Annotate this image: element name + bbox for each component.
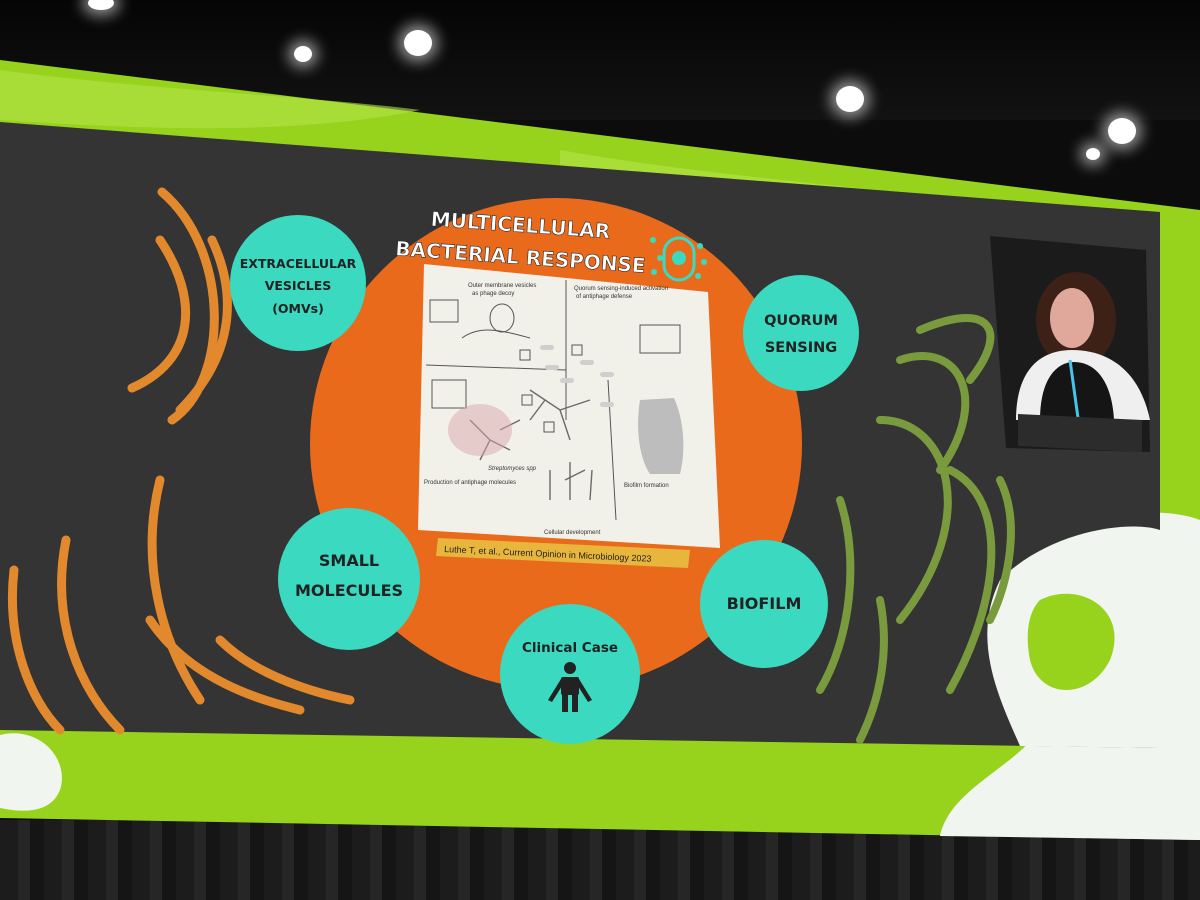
- person-icon: [548, 662, 592, 712]
- green-arcs: [816, 314, 1015, 744]
- figure-label: Streptomyces spp: [488, 466, 537, 472]
- lime-blob-overlap: [1027, 593, 1115, 690]
- svg-text:SMALL: SMALL: [319, 551, 379, 570]
- svg-text:(OMVs): (OMVs): [272, 301, 324, 316]
- svg-text:QUORUM: QUORUM: [764, 313, 838, 329]
- svg-text:BIOFILM: BIOFILM: [727, 594, 802, 613]
- stage-light: [404, 30, 432, 56]
- figure-label: Production of antiphage molecules: [424, 480, 516, 486]
- stage-light: [1086, 148, 1100, 160]
- stage-light: [294, 46, 312, 62]
- stage-light: [88, 0, 114, 10]
- lime-pattern: [0, 70, 420, 129]
- figure-label: Outer membrane vesicles: [468, 283, 536, 289]
- figure-label: Quorum sensing-induced activation: [574, 286, 668, 292]
- stage-light: [1108, 118, 1136, 144]
- topic-quorum-sensing: QUORUM SENSING: [743, 275, 859, 391]
- topic-small-molecules: SMALL MOLECULES: [278, 508, 420, 650]
- citation-banner: [436, 538, 690, 568]
- figure-label: Cellular development: [544, 530, 601, 536]
- speaker-video: [990, 236, 1150, 452]
- figure-label: of antiphage defense: [576, 294, 633, 300]
- topic-biofilm: BIOFILM: [700, 540, 828, 668]
- bacteria-icon: [650, 236, 707, 282]
- figure-label: Biofilm formation: [624, 483, 669, 489]
- orange-arcs: [7, 187, 355, 735]
- topic-clinical-case: Clinical Case: [500, 604, 640, 744]
- svg-text:SENSING: SENSING: [765, 340, 837, 356]
- stage-light: [836, 86, 864, 112]
- svg-text:MOLECULES: MOLECULES: [295, 581, 403, 600]
- research-figure: Outer membrane vesicles as phage decoy Q…: [418, 264, 720, 548]
- svg-text:EXTRACELLULAR: EXTRACELLULAR: [240, 256, 357, 271]
- figure-label: as phage decoy: [472, 291, 514, 297]
- topic-extracellular-vesicles: EXTRACELLULAR VESICLES (OMVs): [230, 215, 366, 351]
- white-blob: [0, 733, 62, 811]
- svg-text:Clinical Case: Clinical Case: [522, 640, 618, 656]
- svg-text:VESICLES: VESICLES: [265, 278, 332, 293]
